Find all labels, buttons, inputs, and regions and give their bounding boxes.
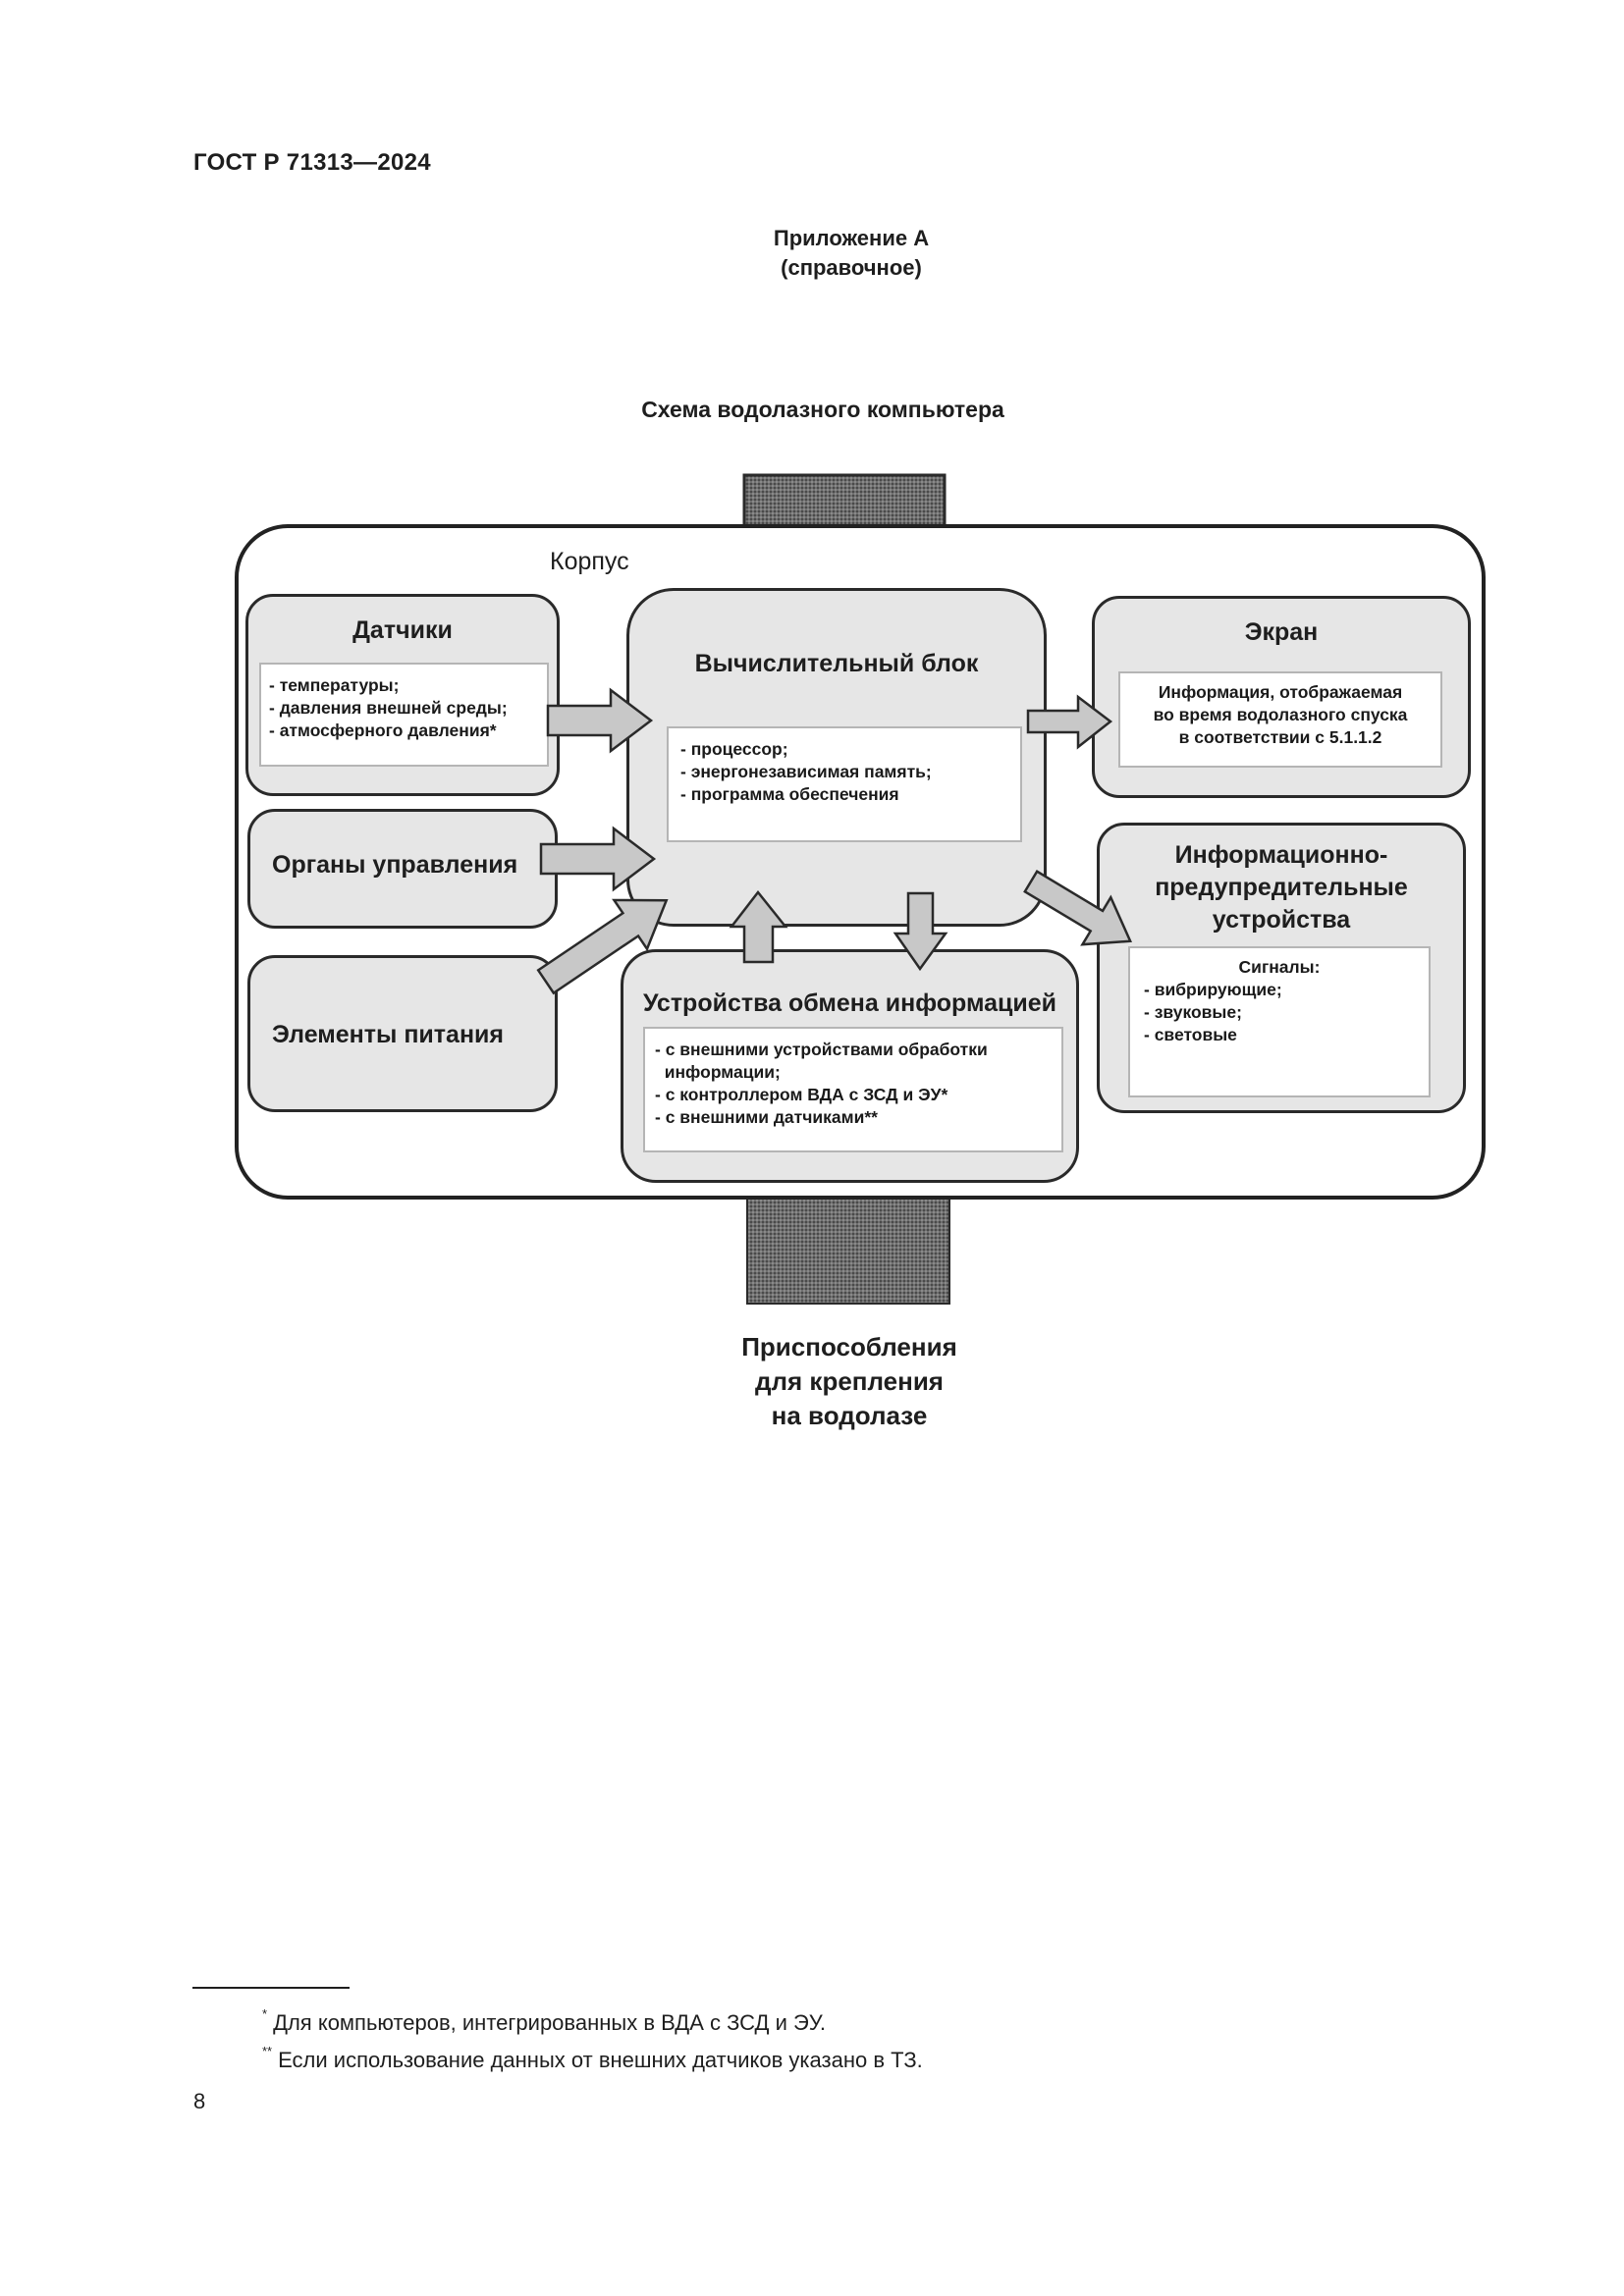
list-item: - с внешними устройствами обработки bbox=[655, 1040, 988, 1059]
title-line: предупредительные bbox=[1155, 874, 1408, 901]
cpu-list: - процессор; - энергонезависимая память;… bbox=[667, 726, 1022, 842]
top-strap bbox=[742, 473, 947, 528]
sensors-title: Датчики bbox=[352, 616, 453, 644]
cpu-block: Вычислительный блок - процессор; - энерг… bbox=[626, 588, 1047, 927]
screen-block: Экран Информация, отображаемая во время … bbox=[1092, 596, 1471, 798]
footnote-mark: * bbox=[262, 2006, 268, 2021]
exchange-title: Устройства обмена информацией bbox=[642, 989, 1057, 1017]
list-item: информации; bbox=[655, 1062, 781, 1082]
footnote-2: ** Если использование данных от внешних д… bbox=[262, 2044, 923, 2073]
exchange-devices-block: Устройства обмена информацией - с внешни… bbox=[621, 949, 1079, 1183]
document-code: ГОСТ Р 71313—2024 bbox=[193, 149, 431, 176]
footnote-text: Для компьютеров, интегрированных в ВДА с… bbox=[273, 2010, 826, 2035]
page-number: 8 bbox=[193, 2089, 206, 2113]
list-item: - давления внешней среды; bbox=[269, 698, 508, 718]
list-item: - энергонезависимая память; bbox=[680, 762, 932, 781]
mount-label: Приспособления для крепления на водолазе bbox=[0, 1330, 1624, 1433]
power-title: Элементы питания bbox=[272, 1021, 504, 1048]
power-block: Элементы питания bbox=[247, 955, 558, 1112]
list-item: - с внешними датчиками** bbox=[655, 1107, 878, 1127]
controls-block: Органы управления bbox=[247, 809, 558, 929]
warning-signals-list: Сигналы: - вибрирующие; - звуковые; - св… bbox=[1128, 946, 1431, 1097]
mount-label-line: на водолазе bbox=[771, 1401, 928, 1430]
footnote-1: * Для компьютеров, интегрированных в ВДА … bbox=[262, 2006, 826, 2036]
list-item: - температуры; bbox=[269, 675, 400, 695]
text-line: во время водолазного спуска bbox=[1153, 705, 1408, 724]
title-line: устройства bbox=[1212, 906, 1351, 934]
mount-label-line: для крепления bbox=[755, 1366, 944, 1396]
list-item: - атмосферного давления* bbox=[269, 721, 497, 740]
footnote-text: Если использование данных от внешних дат… bbox=[278, 2048, 923, 2072]
controls-title: Органы управления bbox=[272, 851, 518, 879]
text-line: в соответствии с 5.1.1.2 bbox=[1178, 727, 1382, 747]
list-item: - программа обеспечения bbox=[680, 784, 899, 804]
screen-description: Информация, отображаемая во время водола… bbox=[1118, 671, 1442, 768]
bottom-strap bbox=[746, 1195, 950, 1305]
footnote-mark: ** bbox=[262, 2044, 273, 2058]
screen-title: Экран bbox=[1244, 618, 1319, 646]
title-line: Информационно- bbox=[1174, 841, 1388, 869]
list-item: - с контроллером ВДА с ЗСД и ЭУ* bbox=[655, 1085, 948, 1104]
annex-type: (справочное) bbox=[781, 255, 922, 280]
sensors-list: - температуры; - давления внешней среды;… bbox=[259, 663, 549, 767]
mount-label-line: Приспособления bbox=[741, 1332, 957, 1362]
list-item: - звуковые; bbox=[1144, 1002, 1242, 1022]
text-line: Информация, отображаемая bbox=[1158, 682, 1403, 702]
figure-title: Схема водолазного компьютера bbox=[641, 397, 1004, 422]
list-item: - вибрирующие; bbox=[1144, 980, 1282, 999]
signals-label: Сигналы: bbox=[1238, 957, 1321, 977]
cpu-title: Вычислительный блок bbox=[694, 650, 979, 677]
list-item: - процессор; bbox=[680, 739, 788, 759]
warning-title: Информационно- предупредительные устройс… bbox=[1100, 839, 1463, 936]
footnote-divider bbox=[192, 1987, 350, 1989]
exchange-list: - с внешними устройствами обработки инфо… bbox=[643, 1027, 1063, 1152]
sensors-block: Датчики - температуры; - давления внешне… bbox=[245, 594, 560, 796]
list-item: - световые bbox=[1144, 1025, 1237, 1044]
corpus-label: Корпус bbox=[550, 548, 629, 575]
annex-title: Приложение А bbox=[773, 226, 930, 250]
warning-devices-block: Информационно- предупредительные устройс… bbox=[1097, 823, 1466, 1113]
